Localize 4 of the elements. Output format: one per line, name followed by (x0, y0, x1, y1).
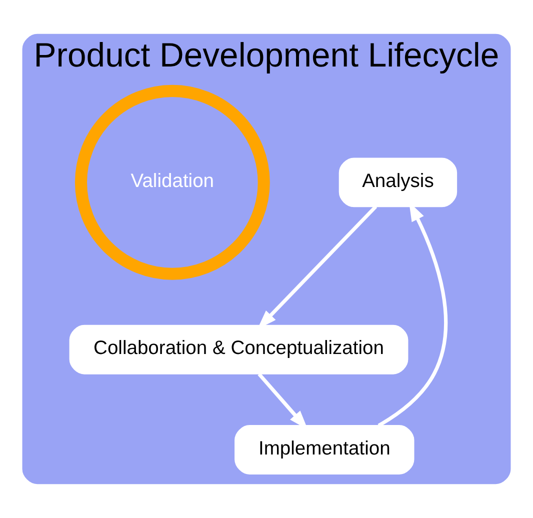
node-box: Implementation (234, 425, 414, 474)
node-box: Analysis (338, 158, 458, 208)
node-box: Collaboration & Conceptualization (69, 324, 408, 374)
node-circle: Validation (74, 84, 270, 280)
